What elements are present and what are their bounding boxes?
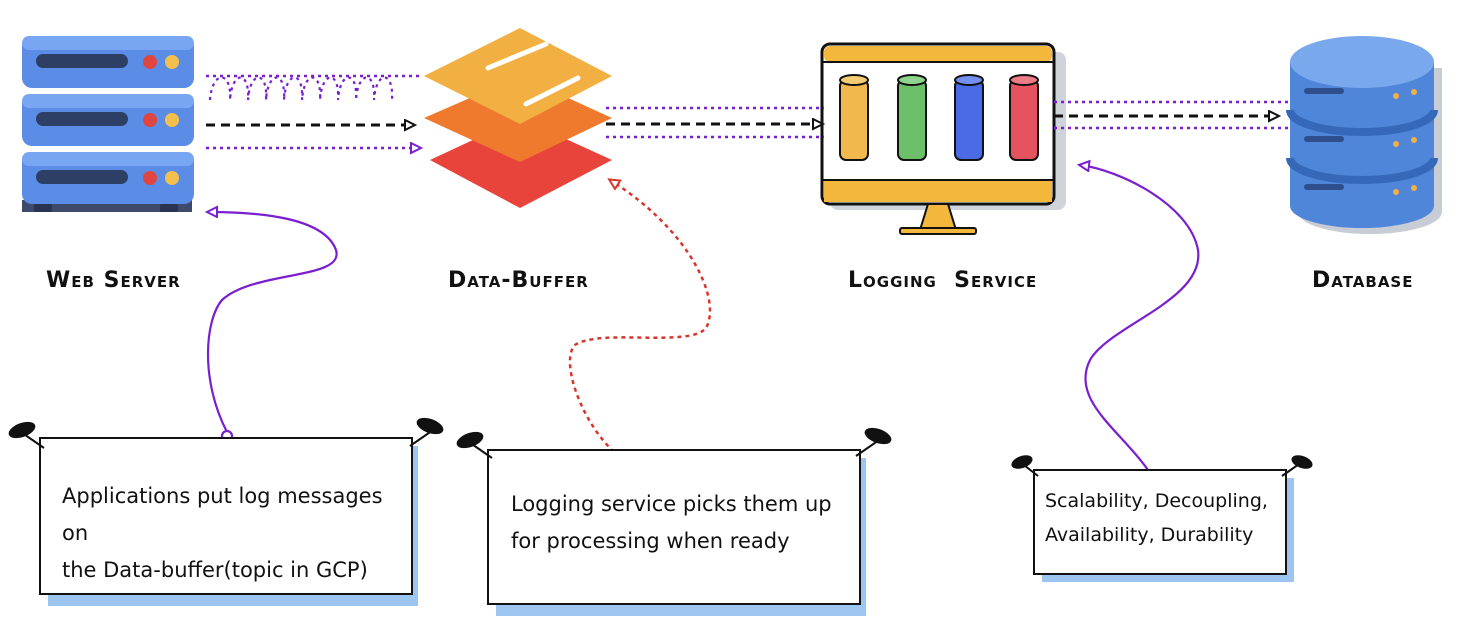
- note-text-logging: Scalability, Decoupling, Availability, D…: [1045, 484, 1283, 552]
- pointer-web-server-note: [208, 212, 338, 443]
- note-line: Logging service picks them up: [511, 492, 832, 516]
- note-text-web-server: Applications put log messages on the Dat…: [62, 478, 407, 588]
- note-line: the Data-buffer(topic in GCP): [62, 557, 368, 582]
- connector-buffer-to-logging: [606, 106, 824, 139]
- pointer-buffer-note: [568, 180, 712, 463]
- note-board-logging: [1011, 455, 1313, 582]
- note-board-web-server: [8, 417, 444, 606]
- note-board-buffer: [456, 427, 892, 616]
- pushpin-icon: [8, 421, 36, 439]
- pointer-logging-note: [1080, 165, 1200, 482]
- label-data-buffer: Data-Buffer: [448, 268, 589, 293]
- note-text-buffer: Logging service picks them up for proces…: [511, 486, 851, 560]
- note-line: Availability, Durability: [1045, 524, 1254, 547]
- label-logging-service: Logging Service: [848, 268, 1038, 293]
- monitor-icon: [820, 42, 1066, 235]
- pushpin-icon: [864, 427, 892, 445]
- database-icon: [1286, 36, 1442, 234]
- pushpin-icon: [416, 417, 444, 435]
- label-database: Database: [1312, 268, 1414, 293]
- label-web-server: Web Server: [46, 268, 181, 293]
- server-stack-icon: [22, 36, 194, 212]
- pushpin-icon: [1011, 455, 1033, 469]
- note-line: Applications put log messages on: [62, 484, 383, 545]
- connector-web-to-buffer: [206, 74, 420, 148]
- layers-icon: [424, 28, 612, 208]
- pushpin-icon: [456, 431, 484, 449]
- pushpin-icon: [1291, 455, 1313, 469]
- connector-logging-to-database: [1054, 100, 1288, 130]
- note-line: for processing when ready: [511, 528, 790, 553]
- note-line: Scalability, Decoupling,: [1045, 490, 1268, 512]
